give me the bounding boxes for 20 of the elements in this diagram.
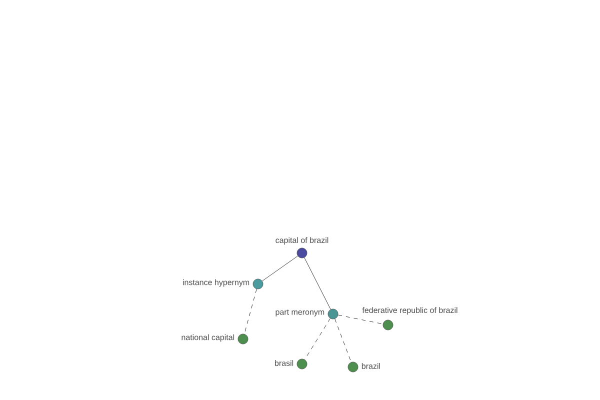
node-circle (296, 248, 308, 258)
connector-line (262, 256, 298, 282)
node-label: part meronym (276, 310, 324, 316)
node-circle (328, 308, 338, 320)
node-circle (296, 358, 308, 370)
connector-line (304, 257, 331, 310)
node-circle (252, 278, 264, 290)
node-label: federative republic of brazil (362, 307, 458, 315)
node-circle (382, 320, 394, 330)
node-label: instance hypernym (183, 279, 250, 287)
node-label: brasil (275, 360, 294, 366)
node-label: brazil (362, 363, 380, 369)
connector-line (338, 314, 384, 324)
connector-line (304, 318, 330, 360)
connector-line (334, 318, 352, 362)
node-circle (238, 334, 248, 344)
node-circle (348, 362, 358, 372)
node-label: capital of brazil (276, 237, 328, 245)
connector-line (244, 288, 257, 334)
node-label: national capital (182, 334, 234, 342)
